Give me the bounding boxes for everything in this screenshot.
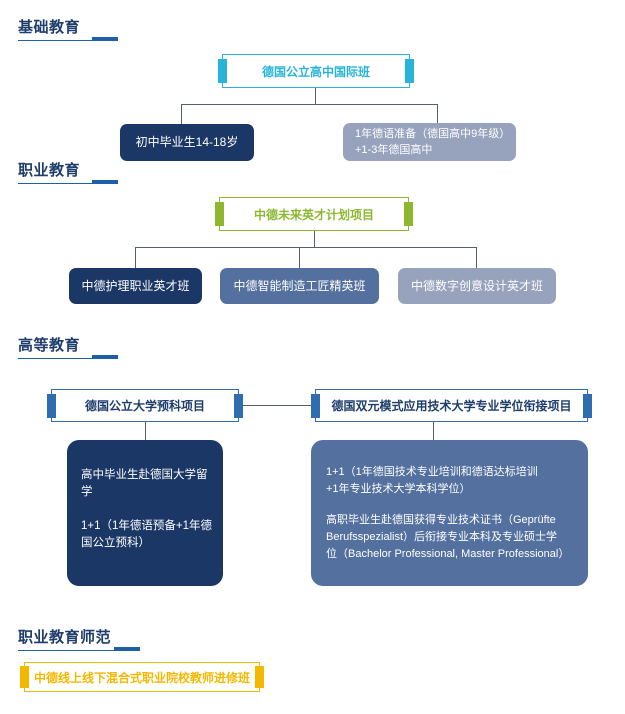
higher-dual-para1-line1: 1+1（1年德国技术专业培训和德语达标培训 bbox=[326, 466, 538, 478]
basic-option-b-line2: +1-3年德国高中 bbox=[355, 144, 433, 156]
higher-prep-para1: 高中毕业生赴德国大学留学 bbox=[81, 469, 208, 498]
box-cap-right bbox=[405, 59, 414, 83]
higher-dual-para1-line2: +1年专业技术大学本科学位） bbox=[326, 483, 471, 495]
box-cap-right bbox=[255, 666, 264, 688]
connector-line bbox=[299, 247, 300, 268]
vocational-class-design: 中德数字创意设计英才班 bbox=[398, 268, 556, 304]
vocational-program-title: 中德未来英才计划项目 bbox=[253, 207, 374, 222]
connector-line bbox=[145, 422, 146, 440]
vocational-program-box: 中德未来英才计划项目 bbox=[215, 197, 413, 231]
basic-program-box: 德国公立高中国际班 bbox=[218, 54, 414, 88]
higher-dual-para2-line3: 位（Bachelor Professional, Master Professi… bbox=[326, 548, 570, 560]
higher-prep-para2-line2: 国公立预科） bbox=[81, 537, 150, 549]
connector-line bbox=[314, 231, 315, 248]
basic-option-b: 1年德语准备（德国高中9年级） +1-3年德国高中 bbox=[343, 123, 516, 161]
box-cap-right bbox=[404, 202, 413, 226]
higher-dual-para2-line1: 高职毕业生赴德国获得专业技术证书（Geprüfte bbox=[326, 514, 556, 526]
teacher-program-title: 中德线上线下混合式职业院校教师进修班 bbox=[33, 670, 250, 685]
vocational-class-label: 中德数字创意设计英才班 bbox=[410, 278, 543, 293]
basic-option-a-label: 初中毕业生14-18岁 bbox=[135, 135, 239, 149]
connector-line bbox=[437, 104, 438, 123]
higher-prep-box: 德国公立大学预科项目 bbox=[47, 389, 243, 422]
connector-line bbox=[239, 405, 315, 406]
connector-line bbox=[135, 247, 136, 268]
box-cap-left bbox=[47, 393, 56, 418]
vocational-class-manufacturing: 中德智能制造工匠精英班 bbox=[220, 268, 379, 304]
higher-prep-para2-line1: 1+1（1年德语预备+1年德 bbox=[81, 520, 213, 532]
section-title-teacher: 职业教育师范 bbox=[18, 629, 112, 646]
higher-prep-title: 德国公立大学预科项目 bbox=[84, 399, 205, 413]
higher-dual-box: 德国双元模式应用技术大学专业学位衔接项目 bbox=[311, 389, 592, 422]
box-cap-right bbox=[583, 393, 592, 418]
box-cap-right bbox=[234, 393, 243, 418]
teacher-program-box: 中德线上线下混合式职业院校教师进修班 bbox=[20, 662, 264, 692]
vocational-class-nursing: 中德护理职业英才班 bbox=[69, 268, 202, 304]
connector-line bbox=[135, 247, 477, 248]
section-underline bbox=[18, 355, 118, 359]
connector-line bbox=[433, 422, 434, 440]
higher-prep-card: 高中毕业生赴德国大学留学 1+1（1年德语预备+1年德 国公立预科） bbox=[67, 440, 223, 586]
vocational-class-label: 中德护理职业英才班 bbox=[81, 278, 190, 293]
box-cap-left bbox=[20, 666, 29, 688]
higher-dual-title: 德国双元模式应用技术大学专业学位衔接项目 bbox=[331, 399, 572, 413]
box-cap-left bbox=[218, 59, 227, 83]
vocational-class-label: 中德智能制造工匠精英班 bbox=[233, 278, 366, 293]
connector-line bbox=[181, 104, 182, 124]
section-underline bbox=[18, 647, 140, 651]
section-title-vocational: 职业教育 bbox=[18, 162, 81, 179]
higher-dual-card: 1+1（1年德国技术专业培训和德语达标培训 +1年专业技术大学本科学位） 高职毕… bbox=[311, 440, 588, 586]
section-title-higher: 高等教育 bbox=[18, 337, 81, 354]
basic-option-b-line1: 1年德语准备（德国高中9年级） bbox=[355, 128, 511, 140]
basic-option-a: 初中毕业生14-18岁 bbox=[120, 124, 254, 161]
section-title-basic: 基础教育 bbox=[18, 19, 81, 36]
box-cap-left bbox=[311, 393, 320, 418]
connector-line bbox=[315, 88, 316, 105]
box-cap-left bbox=[215, 202, 224, 226]
section-underline bbox=[18, 37, 118, 41]
section-underline bbox=[18, 180, 118, 184]
connector-line bbox=[476, 247, 477, 268]
connector-line bbox=[181, 104, 438, 105]
basic-program-title: 德国公立高中国际班 bbox=[261, 64, 370, 79]
higher-dual-para2-line2: Berufsspezialist）后衔接专业本科及专业硕士学 bbox=[326, 531, 558, 543]
